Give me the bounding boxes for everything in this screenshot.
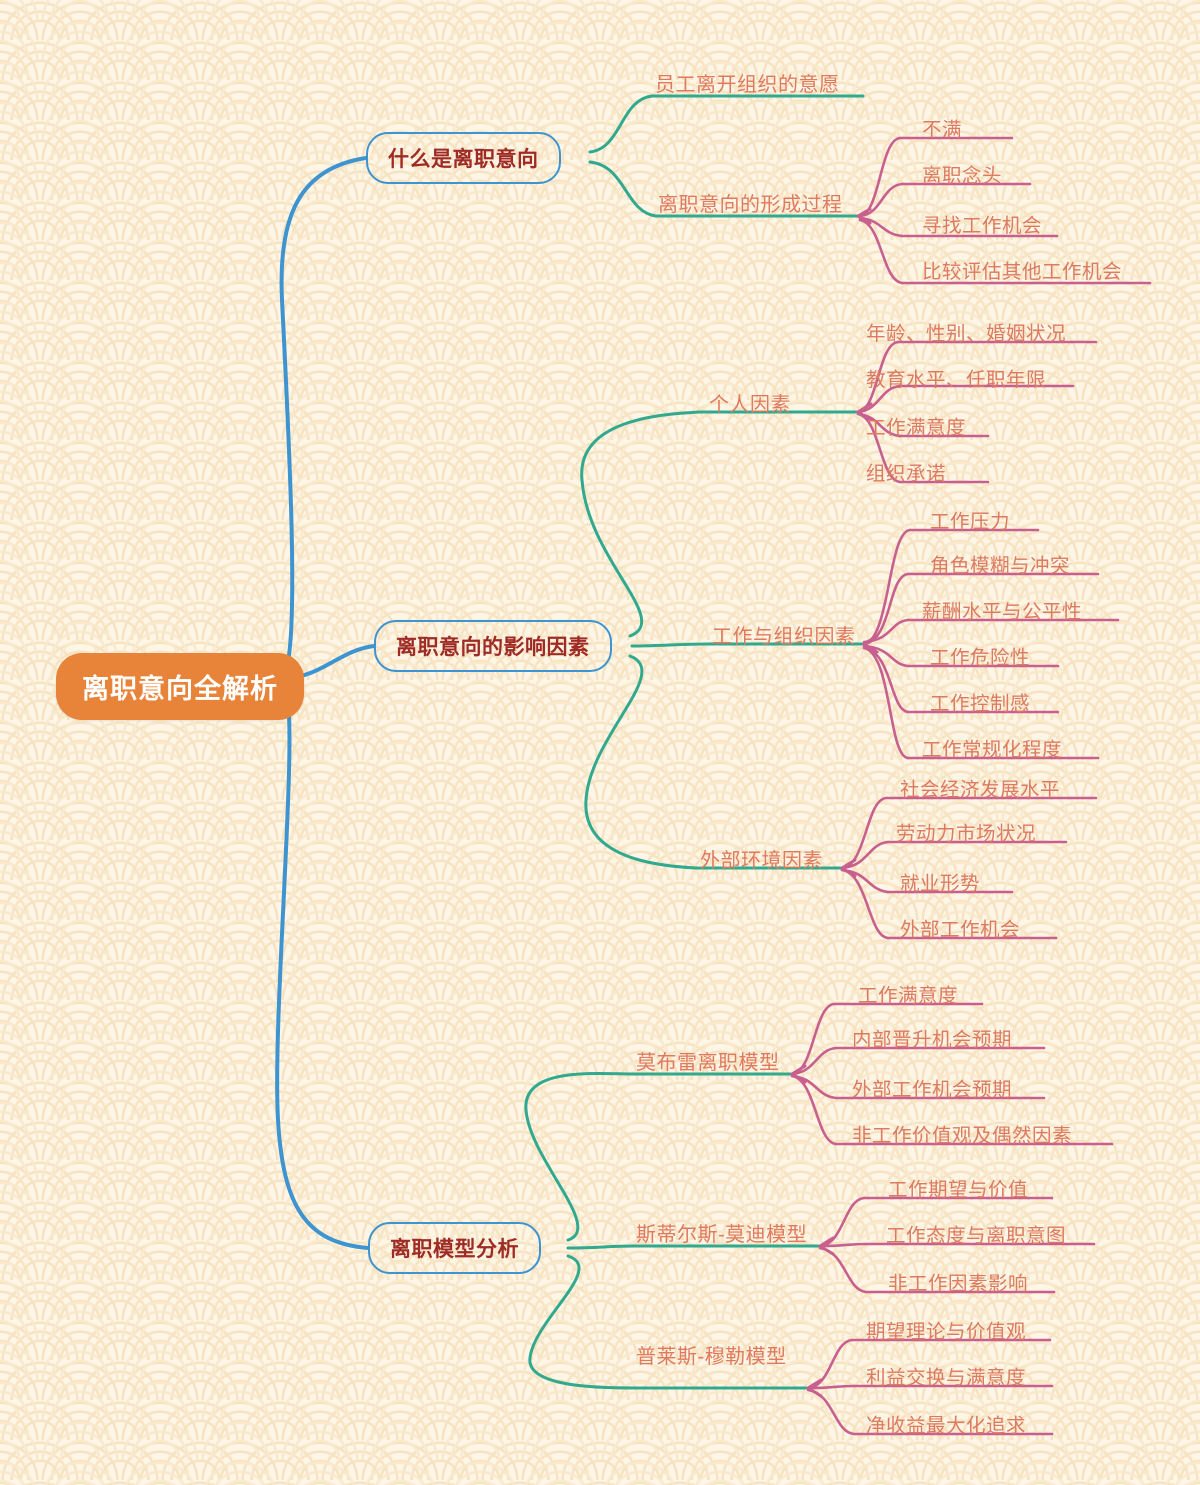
- branch-node-1[interactable]: 什么是离职意向: [366, 132, 561, 184]
- leaf-3-3-2[interactable]: 利益交换与满意度: [866, 1367, 1027, 1389]
- leaf-2-1-1[interactable]: 年龄、性别、婚姻状况: [866, 323, 1067, 345]
- leaf-2-2-2[interactable]: 角色模糊与冲突: [930, 555, 1071, 577]
- leaf-3-1-1[interactable]: 工作满意度: [858, 985, 959, 1007]
- leaf-1-2-1[interactable]: 不满: [922, 119, 963, 141]
- leaf-2-3-2[interactable]: 劳动力市场状况: [896, 823, 1037, 845]
- leaf-2-1-3[interactable]: 工作满意度: [866, 417, 967, 439]
- leaf-2-2-5[interactable]: 工作控制感: [930, 693, 1031, 715]
- subnode-2-2[interactable]: 工作与组织因素: [712, 626, 856, 648]
- subnode-2-1[interactable]: 个人因素: [709, 394, 791, 416]
- branch-node-3[interactable]: 离职模型分析: [368, 1222, 541, 1274]
- leaf-2-1-4[interactable]: 组织承诺: [866, 463, 947, 485]
- leaf-2-2-3[interactable]: 薪酬水平与公平性: [922, 601, 1083, 623]
- leaf-3-2-1[interactable]: 工作期望与价值: [888, 1179, 1029, 1201]
- subnode-3-2[interactable]: 斯蒂尔斯-莫迪模型: [636, 1224, 808, 1246]
- leaf-2-2-1[interactable]: 工作压力: [930, 511, 1011, 533]
- leaf-1-2-4[interactable]: 比较评估其他工作机会: [922, 261, 1123, 283]
- root-node[interactable]: 离职意向全解析: [56, 653, 304, 720]
- leaf-3-3-1[interactable]: 期望理论与价值观: [866, 1321, 1027, 1343]
- leaf-3-2-3[interactable]: 非工作因素影响: [888, 1273, 1029, 1295]
- branch-node-2[interactable]: 离职意向的影响因素: [374, 620, 612, 672]
- leaf-2-3-3[interactable]: 就业形势: [900, 873, 981, 895]
- leaf-3-2-2[interactable]: 工作态度与离职意图: [886, 1225, 1067, 1247]
- leaf-3-3-3[interactable]: 净收益最大化追求: [866, 1415, 1027, 1437]
- leaf-3-1-2[interactable]: 内部晋升机会预期: [852, 1029, 1013, 1051]
- subnode-1-2[interactable]: 离职意向的形成过程: [658, 194, 843, 216]
- subnode-1-1[interactable]: 员工离开组织的意愿: [655, 74, 840, 96]
- leaf-1-2-2[interactable]: 离职念头: [922, 165, 1003, 187]
- leaf-2-2-4[interactable]: 工作危险性: [930, 647, 1031, 669]
- leaf-2-3-1[interactable]: 社会经济发展水平: [900, 779, 1061, 801]
- leaf-3-1-4[interactable]: 非工作价值观及偶然因素: [852, 1125, 1073, 1147]
- leaf-2-3-4[interactable]: 外部工作机会: [900, 919, 1021, 941]
- leaf-2-1-2[interactable]: 教育水平、任职年限: [866, 369, 1047, 391]
- leaf-1-2-3[interactable]: 寻找工作机会: [922, 215, 1043, 237]
- leaf-3-1-3[interactable]: 外部工作机会预期: [852, 1079, 1013, 1101]
- subnode-3-1[interactable]: 莫布雷离职模型: [636, 1052, 780, 1074]
- subnode-2-3[interactable]: 外部环境因素: [700, 850, 823, 872]
- subnode-3-3[interactable]: 普莱斯-穆勒模型: [636, 1346, 787, 1368]
- leaf-2-2-6[interactable]: 工作常规化程度: [922, 739, 1063, 761]
